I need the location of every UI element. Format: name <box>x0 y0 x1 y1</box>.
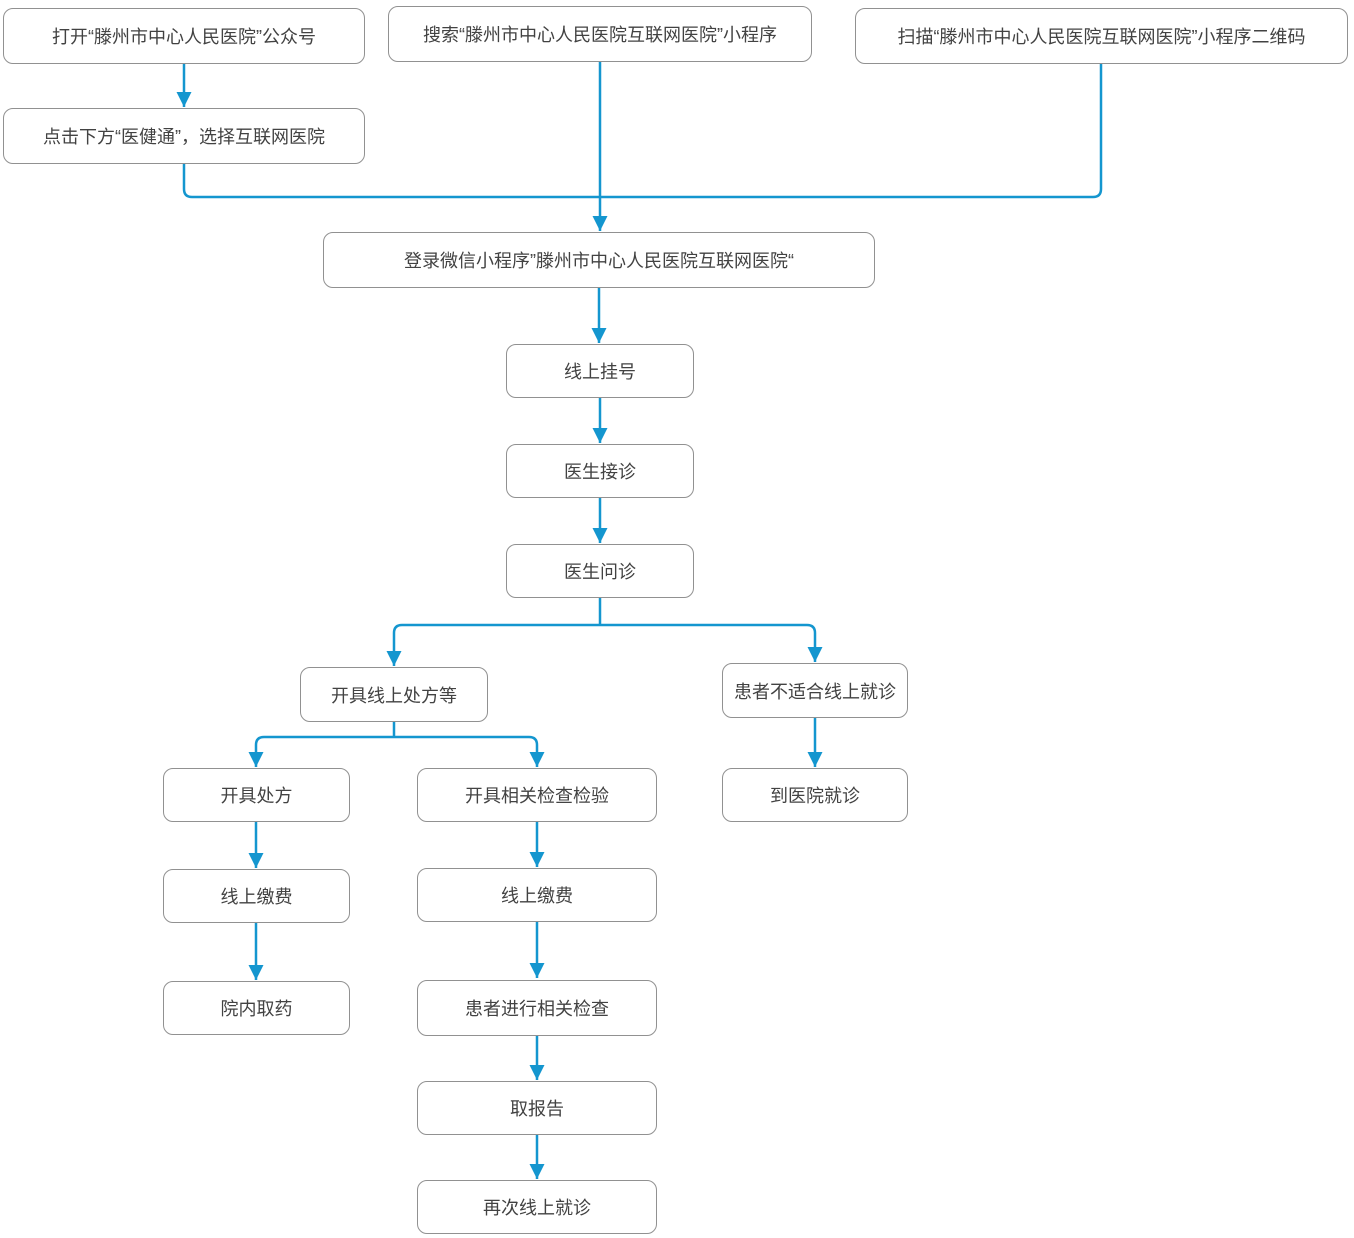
edge-yijiantong-to-merge <box>182 164 599 199</box>
flow-node-click-yijiantong: 点击下方“医健通”，选择互联网医院 <box>3 108 365 164</box>
edge-inquiry-to-not-suitable <box>600 623 823 662</box>
flow-node-doctor-receive: 医生接诊 <box>506 444 694 498</box>
flow-node-doctor-inquiry: 医生问诊 <box>506 544 694 598</box>
edge-scan-qrcode-to-merge <box>601 64 1103 199</box>
flow-node-patient-do-tests: 患者进行相关检查 <box>417 980 657 1036</box>
flow-node-get-report: 取报告 <box>417 1081 657 1135</box>
flow-node-search-miniprogram: 搜索“滕州市中心人民医院互联网医院”小程序 <box>388 6 812 62</box>
flow-node-pickup-medicine-in-hospital: 院内取药 <box>163 981 350 1035</box>
flow-node-scan-qrcode: 扫描“滕州市中心人民医院互联网医院”小程序二维码 <box>855 8 1348 64</box>
flow-node-issue-tests: 开具相关检查检验 <box>417 768 657 822</box>
flow-node-login-miniprogram: 登录微信小程序”滕州市中心人民医院互联网医院“ <box>323 232 875 288</box>
edge-branch-to-issue-tests <box>394 735 545 767</box>
flow-node-online-register: 线上挂号 <box>506 344 694 398</box>
flow-node-issue-prescription: 开具处方 <box>163 768 350 822</box>
flow-node-open-official-account: 打开“滕州市中心人民医院”公众号 <box>3 8 365 64</box>
flow-node-pay-online-tests: 线上缴费 <box>417 868 657 922</box>
flow-node-revisit-online: 再次线上就诊 <box>417 1180 657 1234</box>
flow-node-go-to-hospital: 到医院就诊 <box>722 768 908 822</box>
flow-node-issue-online-prescription: 开具线上处方等 <box>300 667 488 722</box>
edge-branch-to-issue-prescription <box>248 735 394 767</box>
flow-node-pay-online-prescription: 线上缴费 <box>163 869 350 923</box>
edge-inquiry-to-prescription-branch <box>386 623 600 666</box>
flow-node-not-suitable-online: 患者不适合线上就诊 <box>722 663 908 718</box>
